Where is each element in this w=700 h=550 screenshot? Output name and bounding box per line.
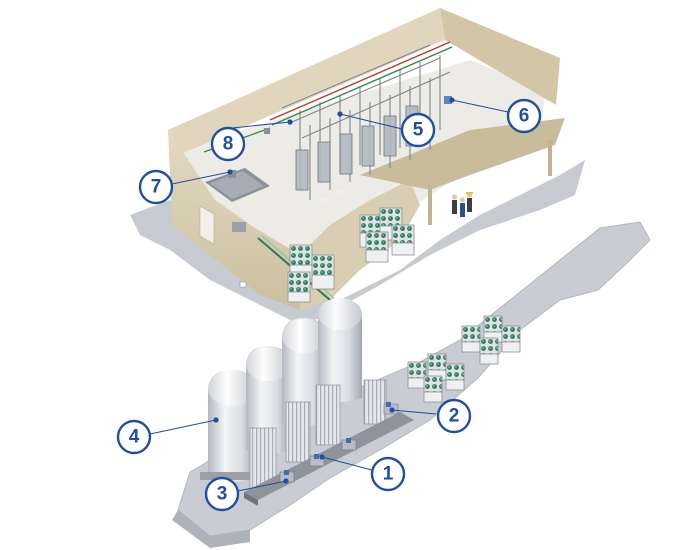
callout-8-label: 8 [223,134,234,155]
callout-4-label: 4 [129,427,140,448]
callout-6-label: 6 [519,106,530,127]
callout-7-label: 7 [151,177,162,198]
leader-line-5 [339,113,403,130]
leader-line-2 [391,409,437,415]
storage-tanks [200,298,362,482]
callout-5[interactable]: 5 [400,112,436,148]
callout-2-label: 2 [449,406,460,427]
callout-1-label: 1 [383,464,394,485]
callout-4[interactable]: 4 [116,419,152,455]
storage-tank [246,346,290,454]
cylinder-bundle-group-building [287,207,415,303]
leader-line-1 [321,456,373,471]
storage-tank [200,370,262,482]
leader-lines [149,99,509,492]
callout-8[interactable]: 8 [210,126,246,162]
leader-dots [213,97,455,484]
workers-icon [452,192,473,217]
callout-1[interactable]: 1 [370,456,406,492]
callout-3-label: 3 [217,484,228,505]
building [130,8,585,325]
leader-line-7 [171,171,231,185]
leader-line-3 [237,480,287,492]
storage-tank [318,298,362,402]
callout-5-label: 5 [413,120,424,141]
storage-tank [282,318,326,426]
callout-6[interactable]: 6 [506,98,542,134]
cylinder-bundle-group-yard [407,315,521,403]
leader-line-6 [451,99,509,113]
callout-2[interactable]: 2 [436,398,472,434]
callout-3[interactable]: 3 [204,476,240,512]
leader-line-8 [231,121,291,129]
callout-7[interactable]: 7 [138,169,174,205]
leader-line-4 [149,419,217,435]
